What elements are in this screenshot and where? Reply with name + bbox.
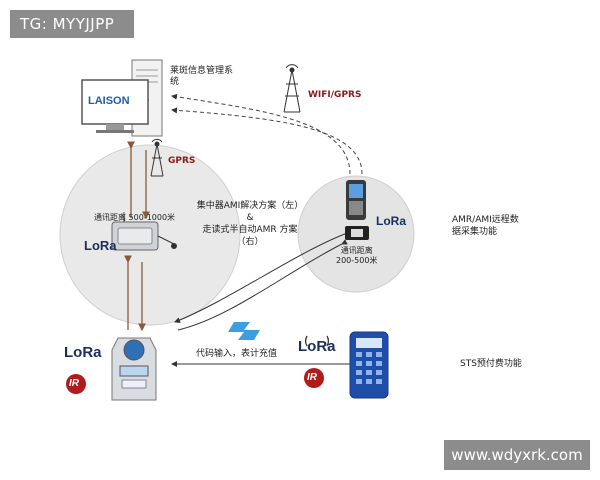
ir-badge-icon-left [66, 374, 86, 394]
right-range-label: 通讯距离 200-500米 [336, 246, 378, 265]
amr-feature-label: AMR/AMI远程数 据采集功能 [452, 215, 519, 237]
left-range-label: 通讯距离 500-1000米 [94, 213, 176, 222]
ir-badge-icon-right [304, 368, 324, 388]
sts-feature-label: STS预付费功能 [460, 359, 522, 369]
concentrator-icon [111, 212, 177, 251]
lora-label-meter: LoRa [64, 344, 102, 361]
lora-label-handheld: LoRa [376, 214, 406, 228]
watermark-bottom: www.wdyxrk.com [444, 440, 590, 470]
lora-label-concentrator: LoRa [84, 238, 117, 253]
keypad-icon [349, 331, 389, 399]
gprs-label: GPRS [168, 156, 196, 166]
handheld-link-2 [177, 239, 348, 331]
handheld-link-1 [174, 231, 351, 323]
dashed-link-2 [171, 107, 363, 175]
lora-dongle-icon [345, 226, 369, 240]
s-logo-icon [228, 322, 260, 340]
signal-icon-keypad [305, 335, 329, 347]
ir-label-left: IR [69, 378, 79, 389]
system-label: 莱斑信息管理系统 [170, 66, 234, 87]
tower-icon-gprs [150, 138, 164, 177]
tower-icon-wifi [283, 64, 301, 113]
monitor-logo: LAISON [88, 95, 130, 107]
solution-description: 集中器AMI解决方案（左） & 走读式半自动AMR 方案 （右） [196, 201, 304, 247]
wifi-label: WIFI/GPRS [308, 90, 362, 100]
monitor-icon [81, 79, 149, 133]
water-meter-icon [111, 337, 157, 401]
watermark-top: TG: MYYJJPP [10, 10, 134, 38]
lora-label-keypad: LoRa [298, 338, 336, 355]
handheld-terminal-icon [346, 180, 366, 220]
ir-label-right: IR [307, 372, 317, 383]
code-input-label: 代码输入，表计充值 [196, 349, 278, 359]
